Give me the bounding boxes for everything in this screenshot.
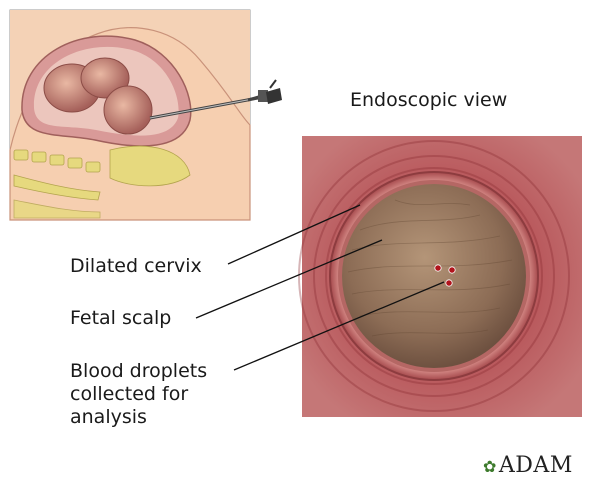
- label-blood-line-3: analysis: [70, 406, 207, 429]
- endoscopic-view-panel: [299, 136, 582, 417]
- label-dilated-cervix: Dilated cervix: [70, 254, 202, 278]
- leaf-icon: ✿: [483, 457, 497, 476]
- label-fetal-scalp: Fetal scalp: [70, 306, 171, 330]
- adam-logo: ✿ADAM: [483, 453, 573, 478]
- fetal-scalp: [342, 184, 526, 368]
- inset-illustration: [10, 10, 258, 220]
- logo-text: ADAM: [499, 453, 573, 478]
- fetal-head: [104, 86, 152, 134]
- label-blood-line-1: Blood droplets: [70, 360, 207, 383]
- label-blood-line-2: collected for: [70, 383, 207, 406]
- label-blood-droplets: Blood droplets collected for analysis: [70, 360, 207, 429]
- view-title: Endoscopic view: [350, 88, 507, 112]
